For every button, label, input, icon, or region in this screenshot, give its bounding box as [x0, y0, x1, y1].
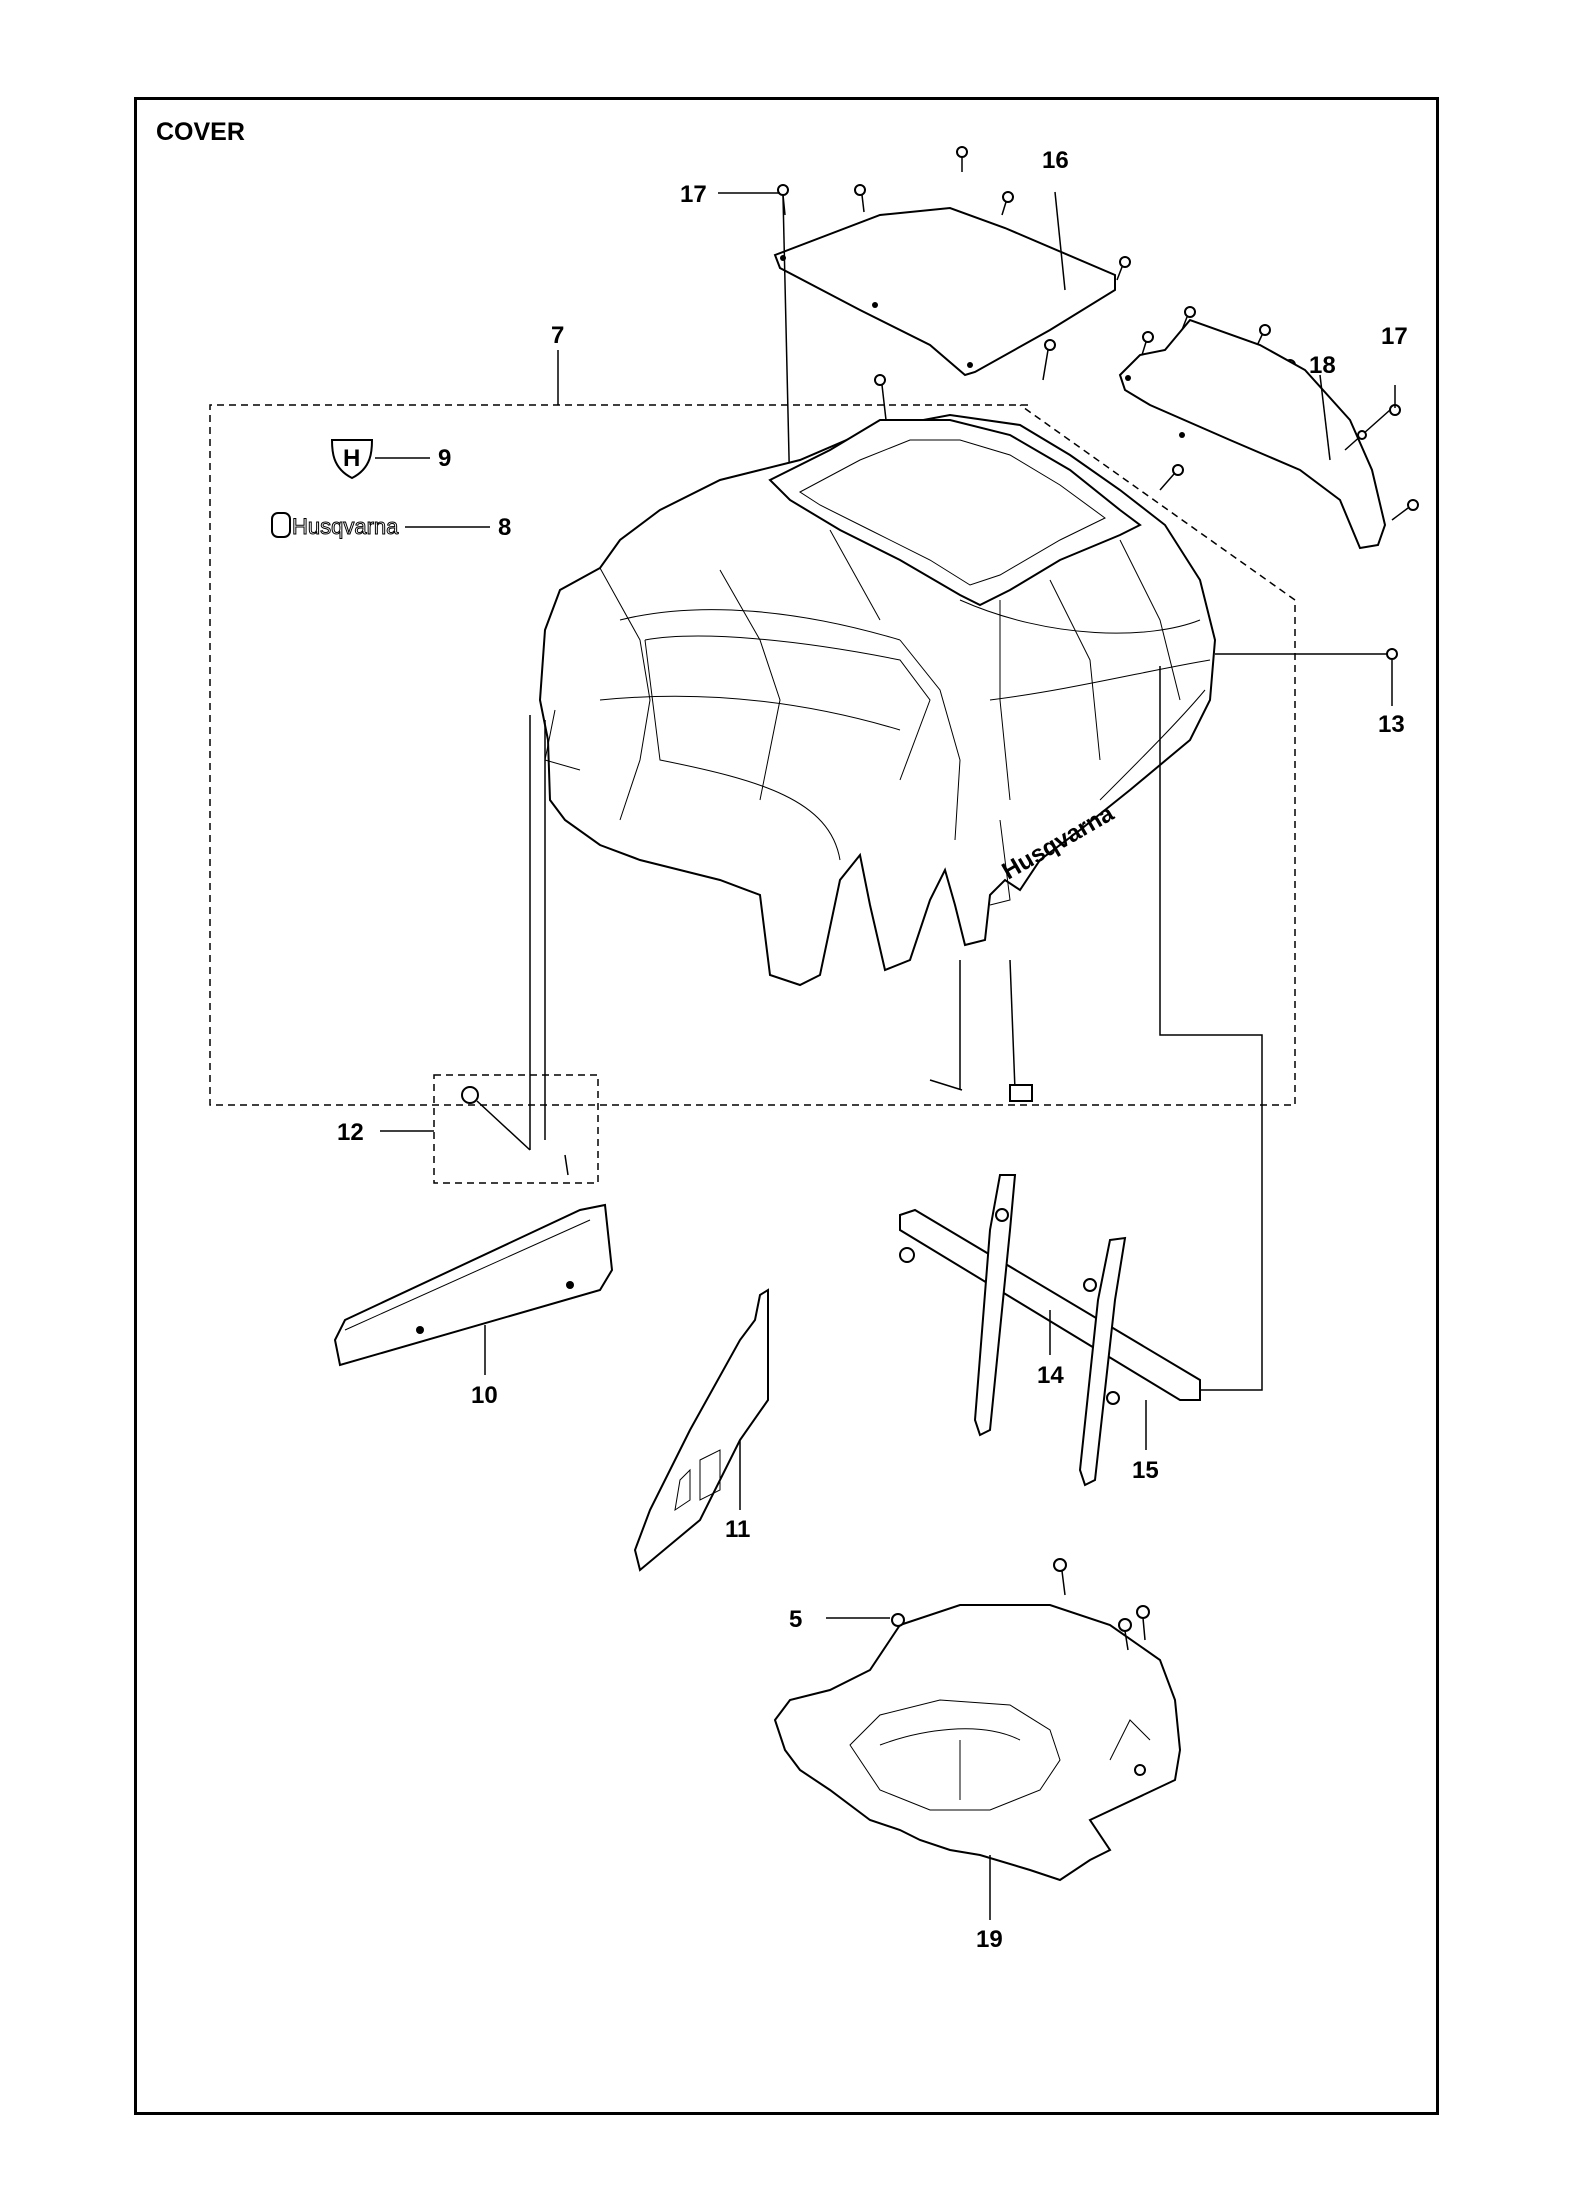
part-14-frame [899, 1174, 1201, 1487]
callout-9: 9 [438, 445, 451, 472]
callout-13: 13 [1378, 711, 1405, 738]
leader-17a-drop [782, 195, 791, 501]
leader-16 [1054, 191, 1066, 291]
part-9-logo-badge: H [330, 439, 374, 480]
part-8-logo-wordmark: Husqvarna [271, 512, 400, 540]
callout-5: 5 [789, 1606, 802, 1633]
part-18-side-panel [1118, 318, 1387, 550]
part-12-clip-and-screw [461, 715, 569, 1176]
part-10-bracket [333, 1203, 614, 1367]
leader-15-route [1159, 666, 1263, 1391]
svg-text:H: H [343, 445, 360, 472]
callout-19: 19 [976, 1926, 1003, 1953]
part-19-base-tray [773, 1604, 1182, 1882]
callout-18: 18 [1309, 352, 1336, 379]
callout-11: 11 [725, 1516, 750, 1543]
callout-17b: 17 [1381, 323, 1408, 350]
part-12-box [433, 1074, 599, 1184]
callout-8: 8 [498, 514, 511, 541]
callout-16: 16 [1042, 147, 1069, 174]
part-16-top-lid [773, 206, 1116, 377]
center-screws [929, 959, 1033, 1102]
callout-12: 12 [337, 1119, 364, 1146]
wordmark-text: Husqvarna [292, 514, 399, 539]
callout-17a: 17 [680, 181, 707, 208]
part-11-plate [633, 1288, 769, 1572]
callout-7: 7 [551, 322, 564, 349]
callout-14: 14 [1037, 1362, 1064, 1389]
callout-15: 15 [1132, 1457, 1159, 1484]
callout-10: 10 [471, 1382, 498, 1409]
diagram-title: COVER [156, 118, 245, 146]
part-13-pin [1215, 648, 1398, 660]
part-7-main-cover [538, 413, 1217, 987]
diagram-frame [134, 97, 1439, 2115]
part-5-screws [891, 1558, 1150, 1651]
leader-18 [1319, 374, 1331, 461]
